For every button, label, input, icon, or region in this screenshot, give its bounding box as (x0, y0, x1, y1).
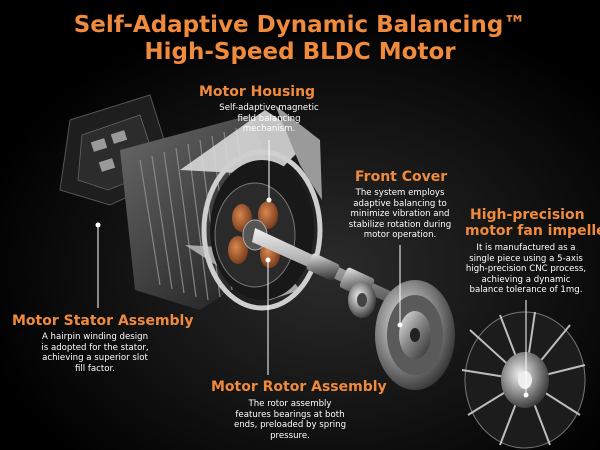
callout-stator-desc: A hairpin winding design is adopted for … (41, 332, 149, 374)
callout-stator-label: Motor Stator Assembly (12, 313, 194, 329)
callout-front-cover-desc: The system employs adaptive balancing to… (348, 188, 452, 241)
title-line-2: High-Speed BLDC Motor (144, 39, 456, 65)
front-cover-part (375, 280, 455, 390)
callout-rotor-label: Motor Rotor Assembly (211, 379, 387, 395)
callout-housing-desc: Self-adaptive magnetic field balancing m… (219, 103, 319, 135)
callout-impeller-label-1: High-precision (470, 207, 585, 223)
callout-front-cover-label: Front Cover (355, 169, 448, 185)
fan-impeller-part (461, 311, 586, 449)
rotor-shaft (252, 228, 420, 318)
title-line-1: Self-Adaptive Dynamic Balancing™ (73, 12, 527, 38)
callout-rotor-desc: The rotor assembly features bearings at … (233, 399, 347, 441)
leader-lines (97, 140, 527, 395)
callout-impeller-label-2: motor fan impeller (465, 223, 600, 239)
callout-housing-label: Motor Housing (199, 84, 316, 100)
leader-dots (95, 197, 529, 398)
callout-impeller-desc: It is manufactured as a single piece usi… (465, 243, 587, 296)
